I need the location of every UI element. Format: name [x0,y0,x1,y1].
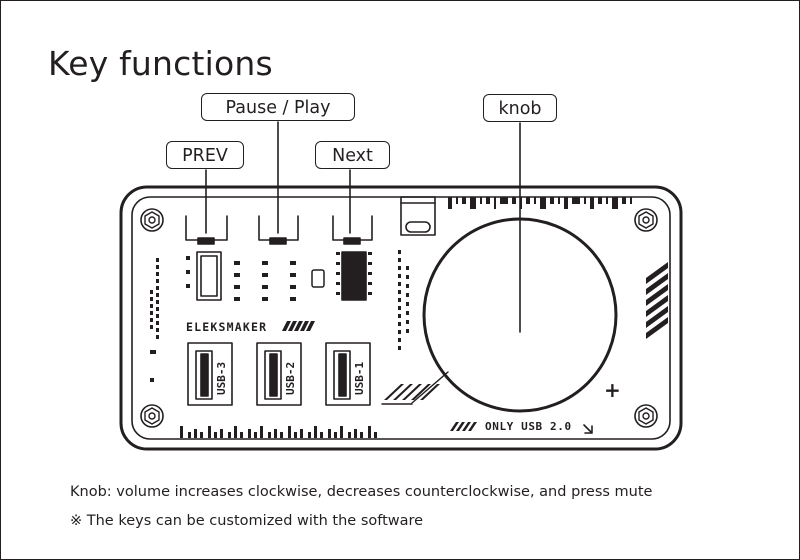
crystal-component [311,269,325,288]
board-outline [119,185,683,451]
usb-port-2-label: USB-2 [284,362,297,395]
screw-bottom-right [634,404,658,428]
chip-left [196,251,222,301]
callout-pause-play: Pause / Play [201,93,355,121]
usb-port-3-label: USB-3 [215,362,228,395]
key-pause-play [258,215,299,245]
chip-right [341,251,367,301]
usb-note-label: ONLY USB 2.0 [485,420,572,433]
plus-mark: + [604,378,621,402]
callout-knob: knob [483,94,557,122]
note-knob: Knob: volume increases clockwise, decrea… [70,484,653,500]
brand-label: ELEKSMAKER [186,320,267,334]
page-title: Key functions [48,44,273,83]
callout-next: Next [315,141,390,169]
usb-port-2 [256,342,302,406]
key-prev [185,215,228,245]
key-next [332,215,373,245]
screw-top-right [634,208,658,232]
callout-prev: PREV [166,141,244,169]
board-decorations [150,197,668,438]
usb-port-1 [325,342,371,406]
usb-port-3 [187,342,233,406]
screw-bottom-left [140,404,164,428]
screw-top-left [140,208,164,232]
note-keys: ※ The keys can be customized with the so… [70,513,424,529]
knob [422,217,618,413]
usb-c-connector [400,196,436,236]
usb-port-1-label: USB-1 [353,362,366,395]
